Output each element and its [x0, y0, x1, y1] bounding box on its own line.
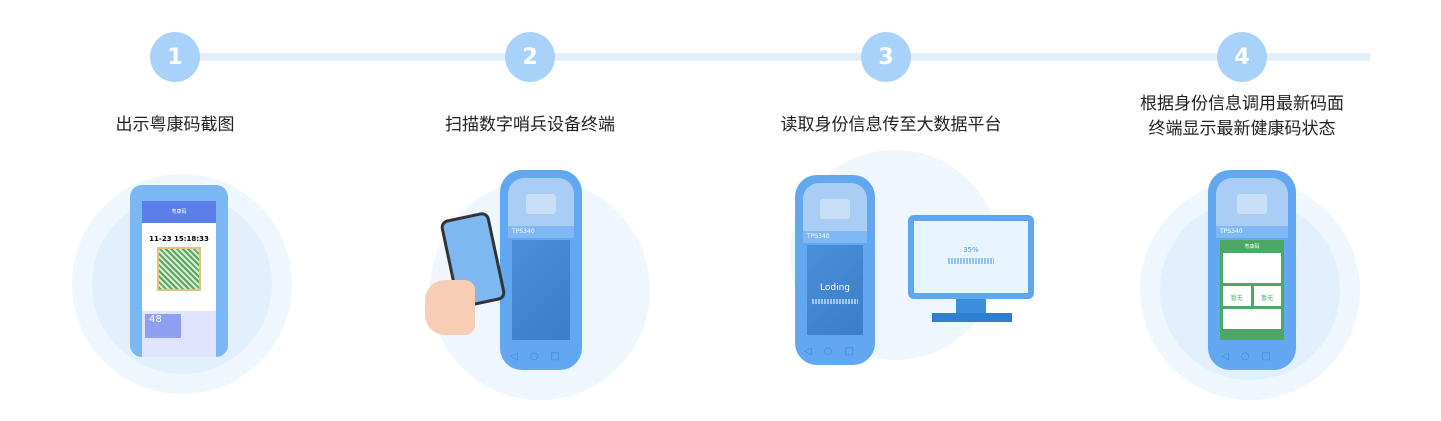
step-2-label: 扫描数字哨兵设备终端 — [445, 115, 615, 135]
qr-code — [157, 247, 201, 291]
step-2-badge: 2 — [505, 32, 555, 82]
sentinel-device: TPS340 ◁○□ — [500, 170, 582, 370]
timestamp: 11-23 15:18:33 — [149, 235, 209, 243]
card-reader-icon — [820, 199, 850, 219]
step-4-label: 根据身份信息调用最新码面终端显示最新健康码状态 — [1092, 92, 1392, 142]
card-reader-icon — [1237, 194, 1267, 214]
step-4-badge: 4 — [1217, 32, 1267, 82]
device-screen: Loding — [807, 245, 863, 335]
status-b: 暂无 — [1253, 286, 1281, 306]
monitor: 35% — [908, 215, 1034, 299]
card-reader-icon — [526, 194, 556, 214]
identity-card — [1223, 253, 1281, 283]
app-title: 粤康码 — [142, 201, 216, 223]
step-3-badge: 3 — [861, 32, 911, 82]
sentinel-device: TPS340 粤康码 暂无 暂无 ◁○□ — [1208, 170, 1296, 370]
loading-bar — [812, 299, 858, 304]
nav-buttons: ◁○□ — [510, 351, 572, 362]
step-3-label: 读取身份信息传至大数据平台 — [780, 115, 1002, 135]
nav-buttons: ◁○□ — [1221, 351, 1283, 362]
status-a: 暂无 — [1223, 286, 1251, 306]
monitor-neck — [956, 299, 986, 313]
info-card — [1223, 309, 1281, 329]
step-4-label-line1: 根据身份信息调用最新码面 — [1140, 94, 1344, 114]
phone-screenshot: 粤康码 11-23 15:18:33 48 — [130, 185, 228, 357]
device-screen — [512, 240, 570, 340]
monitor-stand — [932, 313, 1012, 322]
progress-text: 35% — [963, 246, 979, 254]
step-4-label-line2: 终端显示最新健康码状态 — [1148, 119, 1336, 139]
progress-bar — [948, 258, 994, 264]
device-model: TPS340 — [803, 231, 867, 243]
device-model: TPS340 — [1216, 226, 1288, 238]
sentinel-device: TPS340 Loding ◁○□ — [795, 175, 875, 365]
device-model: TPS340 — [508, 226, 574, 238]
nav-buttons: ◁○□ — [804, 346, 866, 357]
health-code-screen: 粤康码 暂无 暂无 — [1220, 240, 1284, 340]
step-1-label: 出示粤康码截图 — [115, 115, 235, 135]
hours-value: 48 — [145, 314, 181, 338]
progress-line — [175, 53, 1370, 61]
step-1-badge: 1 — [150, 32, 200, 82]
health-code-title: 粤康码 — [1244, 244, 1260, 250]
hand-icon — [425, 280, 475, 335]
loading-text: Loding — [820, 283, 850, 293]
